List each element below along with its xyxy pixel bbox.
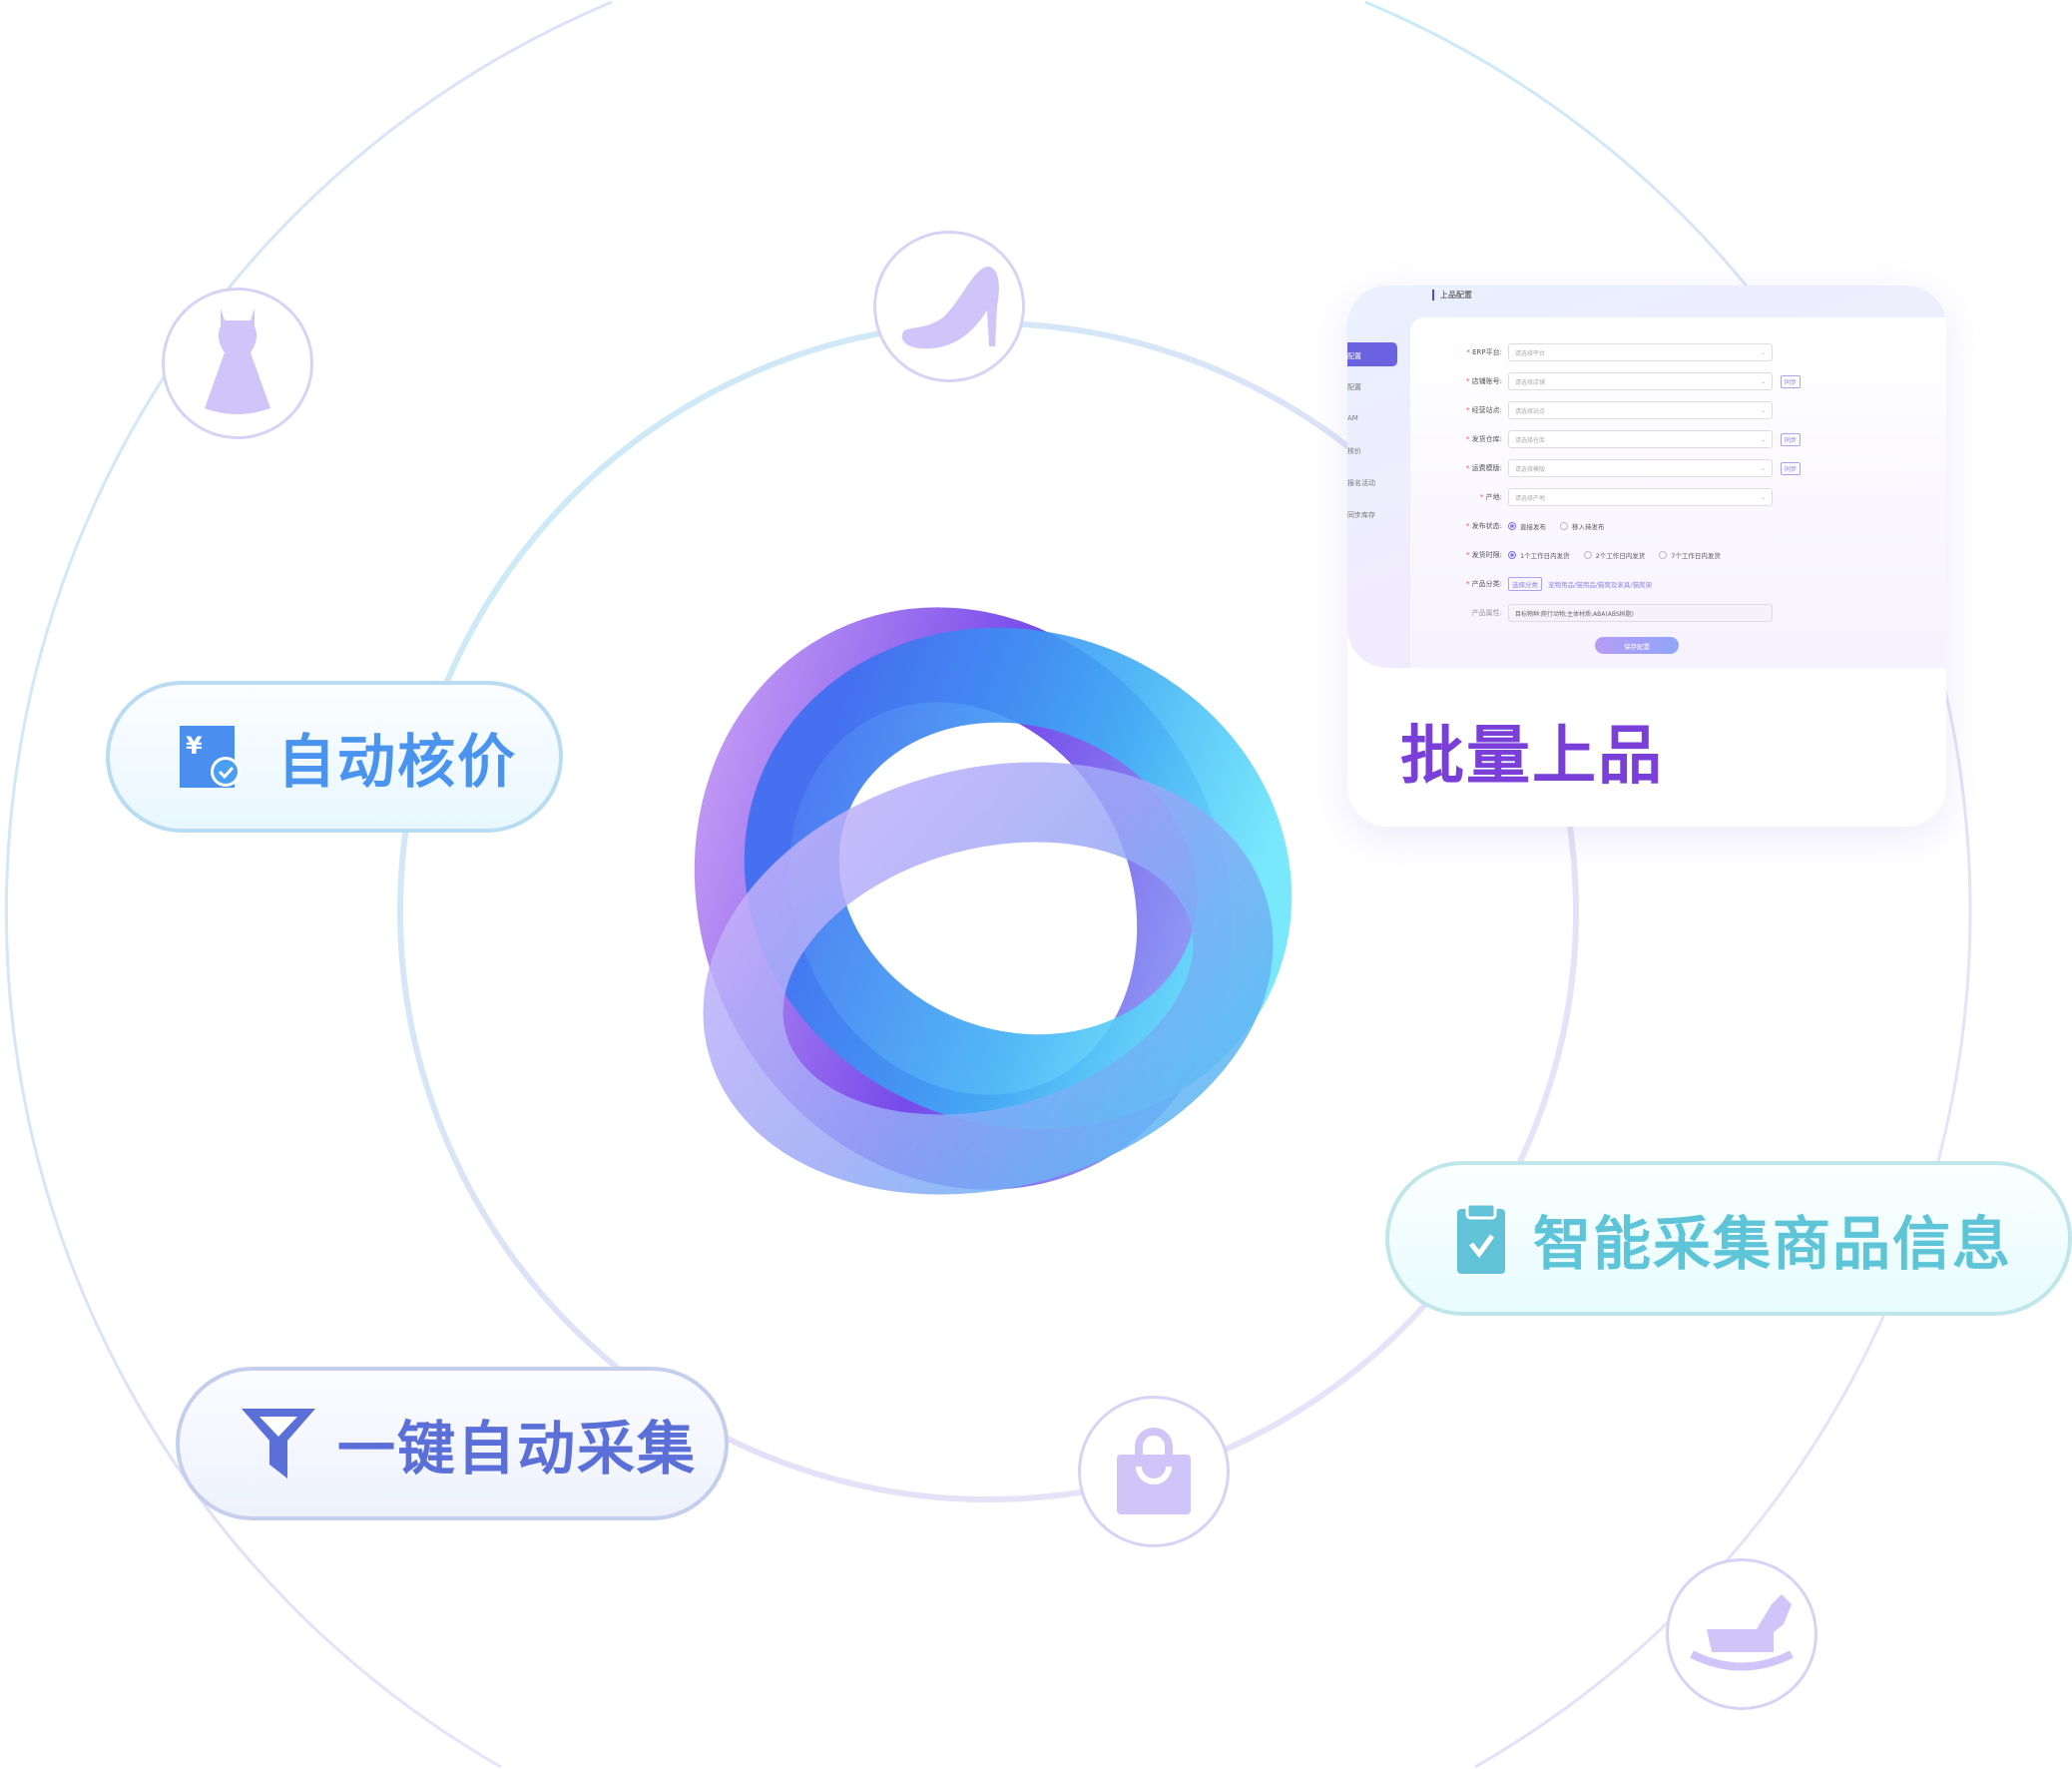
placeholder: 请选择站点	[1515, 407, 1546, 415]
config-screenshot: 上品配置 配置 配置 AM 核价 报名活动 同步库存 * ERP平台:请选择平台…	[1347, 286, 1946, 668]
outer-orbit-right	[1364, 0, 1972, 1769]
field-label: 运费模版:	[1471, 464, 1502, 472]
chevron-down-icon: ⌄	[1760, 435, 1766, 443]
dress-icon	[162, 288, 313, 439]
sidebar-item[interactable]: 配置	[1347, 383, 1361, 391]
radio-ship-2day[interactable]: 2个工作日内发货	[1583, 550, 1646, 560]
chevron-down-icon: ⌄	[1760, 406, 1766, 414]
form-row-origin: * 产地:请选择产地⌄	[1410, 487, 1773, 507]
radio-ship-7day[interactable]: 7个工作日内发货	[1659, 550, 1721, 560]
warehouse-select[interactable]: 请选择仓库 ⌄	[1508, 430, 1773, 448]
logo-rings	[694, 607, 1293, 1195]
batch-listing-title: 批量上品	[1400, 720, 1664, 794]
form-panel: * ERP平台:请选择平台⌄ * 店铺账号:请选择店铺⌄同步 * 经营站点:请选…	[1410, 317, 1946, 668]
form-row-category: * 产品分类: 选择分类 宠物用品/猫用品/猫窝及家具/猫爬架	[1410, 574, 1652, 594]
chevron-down-icon: ⌄	[1760, 464, 1766, 472]
placeholder: 请选择仓库	[1515, 436, 1546, 444]
shop-select[interactable]: 请选择店铺 ⌄	[1508, 372, 1773, 390]
sync-button[interactable]: 同步	[1781, 374, 1802, 388]
site-select[interactable]: 请选择站点 ⌄	[1508, 401, 1773, 419]
radio-ship-1day[interactable]: 1个工作日内发货	[1508, 550, 1570, 560]
field-label: 发货仓库:	[1471, 435, 1502, 443]
form-row-shop: * 店铺账号:请选择店铺⌄同步	[1410, 371, 1802, 391]
sidebar-item[interactable]: 同步库存	[1347, 511, 1375, 519]
chevron-down-icon: ⌄	[1760, 348, 1766, 356]
smart-collect-label: 智能采集商品信息	[1533, 1209, 2013, 1278]
radio-label: 直接发布	[1520, 523, 1546, 531]
sync-button[interactable]: 同步	[1781, 461, 1802, 475]
sidebar-item[interactable]: 配置	[1347, 352, 1361, 360]
form-row-ship-time: * 发货时限: 1个工作日内发货 2个工作日内发货 7个工作日内发货	[1465, 550, 1721, 560]
placeholder: 请选择店铺	[1515, 378, 1546, 386]
funnel-icon	[242, 1409, 315, 1478]
form-row-site: * 经营站点:请选择站点⌄	[1410, 400, 1773, 420]
sidebar-item[interactable]: AM	[1347, 414, 1358, 422]
category-path: 宠物用品/猫用品/猫窝及家具/猫爬架	[1548, 581, 1653, 589]
config-title: 上品配置	[1440, 291, 1472, 299]
radio-label: 2个工作日内发货	[1595, 552, 1646, 560]
svg-text:¥: ¥	[186, 732, 205, 760]
radio-direct-publish[interactable]: 直接发布	[1508, 521, 1546, 531]
sidebar-item[interactable]: 报名活动	[1347, 479, 1375, 487]
form-row-erp: * ERP平台:请选择平台⌄	[1410, 342, 1773, 362]
field-label: 发货时限:	[1471, 551, 1502, 559]
radio-pending-publish[interactable]: 移入待发布	[1560, 521, 1605, 531]
field-label: 产品属性:	[1471, 609, 1502, 617]
sync-button[interactable]: 同步	[1781, 432, 1802, 446]
template-select[interactable]: 请选择模版 ⌄	[1508, 459, 1773, 477]
one-click-collect-label: 一键自动采集	[337, 1415, 698, 1482]
placeholder: 请选择平台	[1515, 349, 1546, 357]
field-label: 店铺账号:	[1471, 377, 1502, 385]
attributes-value: 目标物种:爬行动物;主体材质:ABA(ABS树脂)	[1515, 610, 1634, 618]
form-row-warehouse: * 发货仓库:请选择仓库⌄同步	[1410, 429, 1802, 449]
attributes-field[interactable]: 目标物种:爬行动物;主体材质:ABA(ABS树脂)	[1508, 604, 1773, 622]
high-heel-icon	[873, 231, 1025, 382]
price-check-icon: ¥	[180, 726, 241, 788]
field-label: 发布状态:	[1471, 522, 1502, 530]
sidebar-active-bg	[1347, 342, 1397, 366]
auto-pricing-badge: ¥ 自动核价	[106, 681, 563, 833]
title-bar-accent	[1432, 290, 1434, 300]
field-label: 经营站点:	[1471, 406, 1502, 414]
clipboard-check-icon	[1457, 1203, 1505, 1274]
sidebar-item[interactable]: 核价	[1347, 447, 1361, 455]
rocking-horse-icon	[1666, 1558, 1817, 1710]
field-label: ERP平台:	[1472, 348, 1502, 356]
chevron-down-icon: ⌄	[1760, 377, 1766, 385]
placeholder: 请选择产地	[1515, 494, 1546, 502]
auto-pricing-label: 自动核价	[277, 728, 518, 796]
one-click-collect-badge: 一键自动采集	[176, 1367, 729, 1520]
placeholder: 请选择模版	[1515, 465, 1546, 473]
erp-select[interactable]: 请选择平台 ⌄	[1508, 343, 1773, 361]
origin-select[interactable]: 请选择产地 ⌄	[1508, 488, 1773, 506]
shopping-bag-icon	[1078, 1396, 1230, 1547]
radio-label: 移入待发布	[1572, 523, 1605, 531]
outer-orbit-left	[4, 0, 613, 1769]
save-config-button[interactable]: 保存配置	[1595, 637, 1679, 654]
form-row-attributes: 产品属性: 目标物种:爬行动物;主体材质:ABA(ABS树脂)	[1410, 603, 1773, 623]
form-row-shipping-template: * 运费模版:请选择模版⌄同步	[1410, 458, 1802, 478]
form-row-publish-status: * 发布状态: 直接发布 移入待发布	[1465, 521, 1605, 531]
radio-label: 1个工作日内发货	[1520, 552, 1570, 560]
select-category-button[interactable]: 选择分类	[1508, 577, 1542, 591]
smart-collect-badge: 智能采集商品信息	[1385, 1161, 2072, 1316]
chevron-down-icon: ⌄	[1760, 493, 1766, 501]
field-label: 产品分类:	[1471, 580, 1502, 588]
field-label: 产地:	[1485, 493, 1502, 501]
batch-listing-card: 上品配置 配置 配置 AM 核价 报名活动 同步库存 * ERP平台:请选择平台…	[1347, 286, 1946, 827]
radio-label: 7个工作日内发货	[1671, 552, 1721, 560]
